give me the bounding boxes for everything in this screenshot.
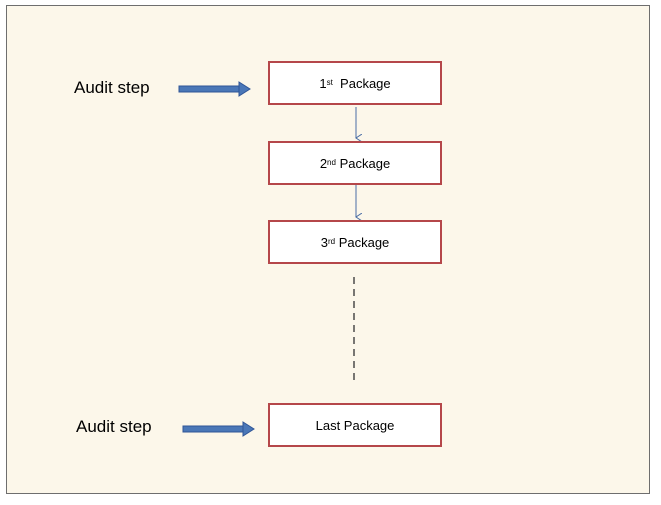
audit-arrow-icon-1 xyxy=(178,81,251,97)
package-word: Package xyxy=(340,75,391,91)
package-label: Last Package xyxy=(315,417,395,433)
package-word: Package xyxy=(339,155,391,171)
audit-step-label-1: Audit step xyxy=(74,78,150,97)
package-number: 1 xyxy=(319,75,327,91)
package-number: 2 xyxy=(319,155,328,171)
package-word: Package xyxy=(338,234,390,250)
connectors-layer xyxy=(178,81,651,437)
audit-step-label-2: Audit step xyxy=(76,417,152,436)
audit-arrow-icon-2 xyxy=(182,421,255,437)
package-number: 3 xyxy=(320,234,328,250)
package-box-last: Last Package xyxy=(268,403,442,447)
